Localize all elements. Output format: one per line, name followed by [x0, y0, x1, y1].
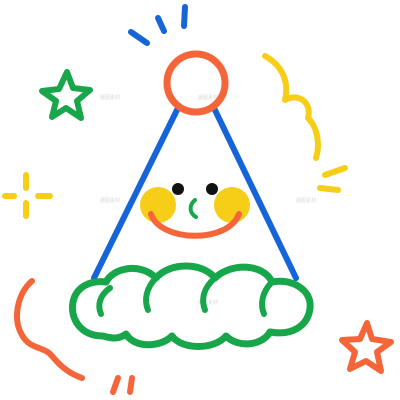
confetti-icon — [128, 4, 188, 46]
watermark-text: 摄图素材 — [198, 299, 218, 306]
nose — [188, 198, 198, 219]
left-eye — [172, 183, 184, 195]
party-hat-icon — [91, 105, 299, 281]
streamer-icon — [14, 278, 135, 395]
watermark: 摄图素材 摄图素材 摄图素材 摄图素材 摄图素材 — [100, 94, 316, 306]
smiley-face-icon — [140, 183, 250, 239]
green-star-icon — [39, 69, 93, 121]
streamer-icon — [262, 53, 348, 193]
fluffy-trim-icon — [68, 262, 314, 350]
pompom-icon — [163, 50, 229, 116]
left-cheek — [140, 187, 176, 223]
orange-star-icon — [339, 320, 394, 374]
right-cheek — [214, 187, 250, 223]
watermark-text: 摄图素材 — [296, 197, 316, 204]
sparkle-icon — [2, 172, 53, 219]
watermark-text: 摄图素材 — [100, 197, 120, 204]
right-eye — [206, 183, 218, 195]
watermark-text: 摄图素材 — [100, 94, 120, 101]
watermark-text: 摄图素材 — [198, 94, 218, 101]
smile — [148, 211, 242, 239]
